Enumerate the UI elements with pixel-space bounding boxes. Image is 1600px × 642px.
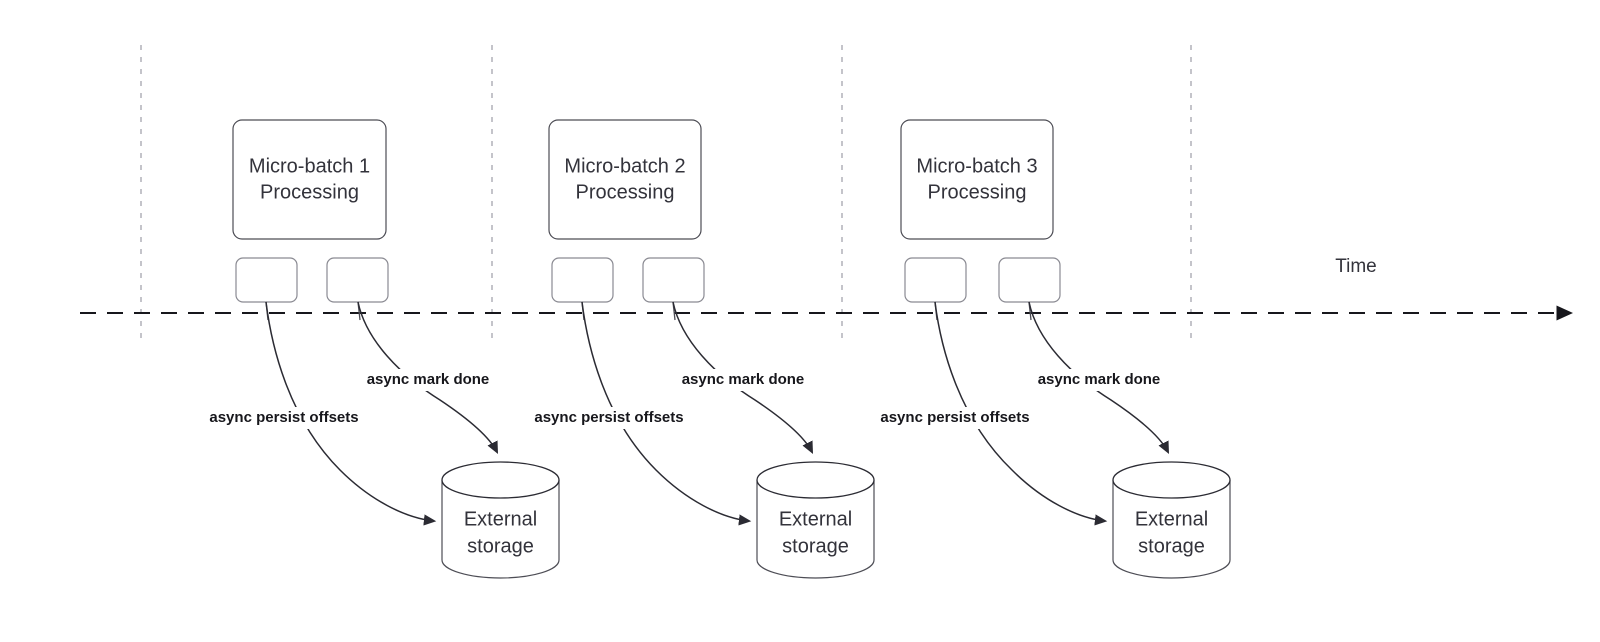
external-storage-1-body[interactable] — [441, 480, 560, 579]
edge-label-async-mark-done-3: async mark done — [1038, 371, 1161, 388]
external-storage-3-label-line2: storage — [1138, 535, 1205, 557]
external-storage-1-label-line2: storage — [467, 535, 534, 557]
micro-batch-3-task-box-1[interactable] — [904, 257, 967, 303]
micro-batch-1-label-line2: Processing — [260, 181, 359, 203]
micro-batch-2-task-box-1[interactable] — [551, 257, 614, 303]
micro-batch-group-3: Micro-batch 3 Processing async mark done… — [868, 119, 1231, 579]
timeline-tick-group — [140, 45, 1192, 341]
edge-label-bg-persist-2 — [522, 407, 696, 429]
external-storage-3-body[interactable] — [1112, 480, 1231, 579]
micro-batch-3-task-box-2[interactable] — [998, 257, 1061, 303]
micro-batch-2-box[interactable] — [548, 119, 702, 240]
micro-batch-2-label-line1: Micro-batch 2 — [564, 155, 685, 177]
edge-label-async-mark-done-1: async mark done — [367, 371, 490, 388]
external-storage-2-label-line2: storage — [782, 535, 849, 557]
external-storage-2-body[interactable] — [756, 480, 875, 579]
micro-batch-3-label-line2: Processing — [928, 181, 1027, 203]
edge-label-bg-done-2 — [667, 369, 819, 391]
external-storage-2-label-line1: External — [779, 508, 852, 530]
micro-batch-1-box[interactable] — [232, 119, 387, 240]
edge-label-bg-done-1 — [352, 369, 504, 391]
edge-label-async-mark-done-2: async mark done — [682, 371, 805, 388]
external-storage-3-label-line1: External — [1135, 508, 1208, 530]
micro-batch-3-box[interactable] — [900, 119, 1054, 240]
external-storage-1-label-line1: External — [464, 508, 537, 530]
edge-async-mark-done-3 — [1028, 301, 1170, 455]
external-storage-2-top[interactable] — [756, 461, 875, 499]
external-storage-3-top[interactable] — [1112, 461, 1231, 499]
external-storage-1-top[interactable] — [441, 461, 560, 499]
micro-batch-2-task-box-2[interactable] — [642, 257, 705, 303]
micro-batch-1-label-line1: Micro-batch 1 — [249, 155, 370, 177]
micro-batch-3-label-line1: Micro-batch 3 — [916, 155, 1037, 177]
edge-async-persist-offsets-1 — [265, 301, 437, 526]
edge-label-bg-persist-1 — [197, 407, 371, 429]
edge-label-async-persist-offsets-3: async persist offsets — [880, 409, 1029, 426]
edge-label-bg-done-3 — [1023, 369, 1175, 391]
micro-batch-1-task-box-2[interactable] — [326, 257, 389, 303]
micro-batch-2-label-line2: Processing — [576, 181, 675, 203]
edge-async-mark-done-1 — [357, 301, 499, 455]
micro-batch-group-2: Micro-batch 2 Processing async mark done… — [522, 119, 875, 579]
time-axis-label: Time — [1335, 256, 1377, 277]
micro-batch-group-1: Micro-batch 1 Processing async mark done… — [197, 119, 560, 579]
edge-async-mark-done-2 — [672, 301, 814, 455]
edge-label-bg-persist-3 — [868, 407, 1042, 429]
edge-async-persist-offsets-3 — [934, 301, 1108, 526]
edge-label-async-persist-offsets-2: async persist offsets — [534, 409, 683, 426]
micro-batch-1-task-box-1[interactable] — [235, 257, 298, 303]
edge-async-persist-offsets-2 — [581, 301, 752, 526]
edge-label-async-persist-offsets-1: async persist offsets — [209, 409, 358, 426]
